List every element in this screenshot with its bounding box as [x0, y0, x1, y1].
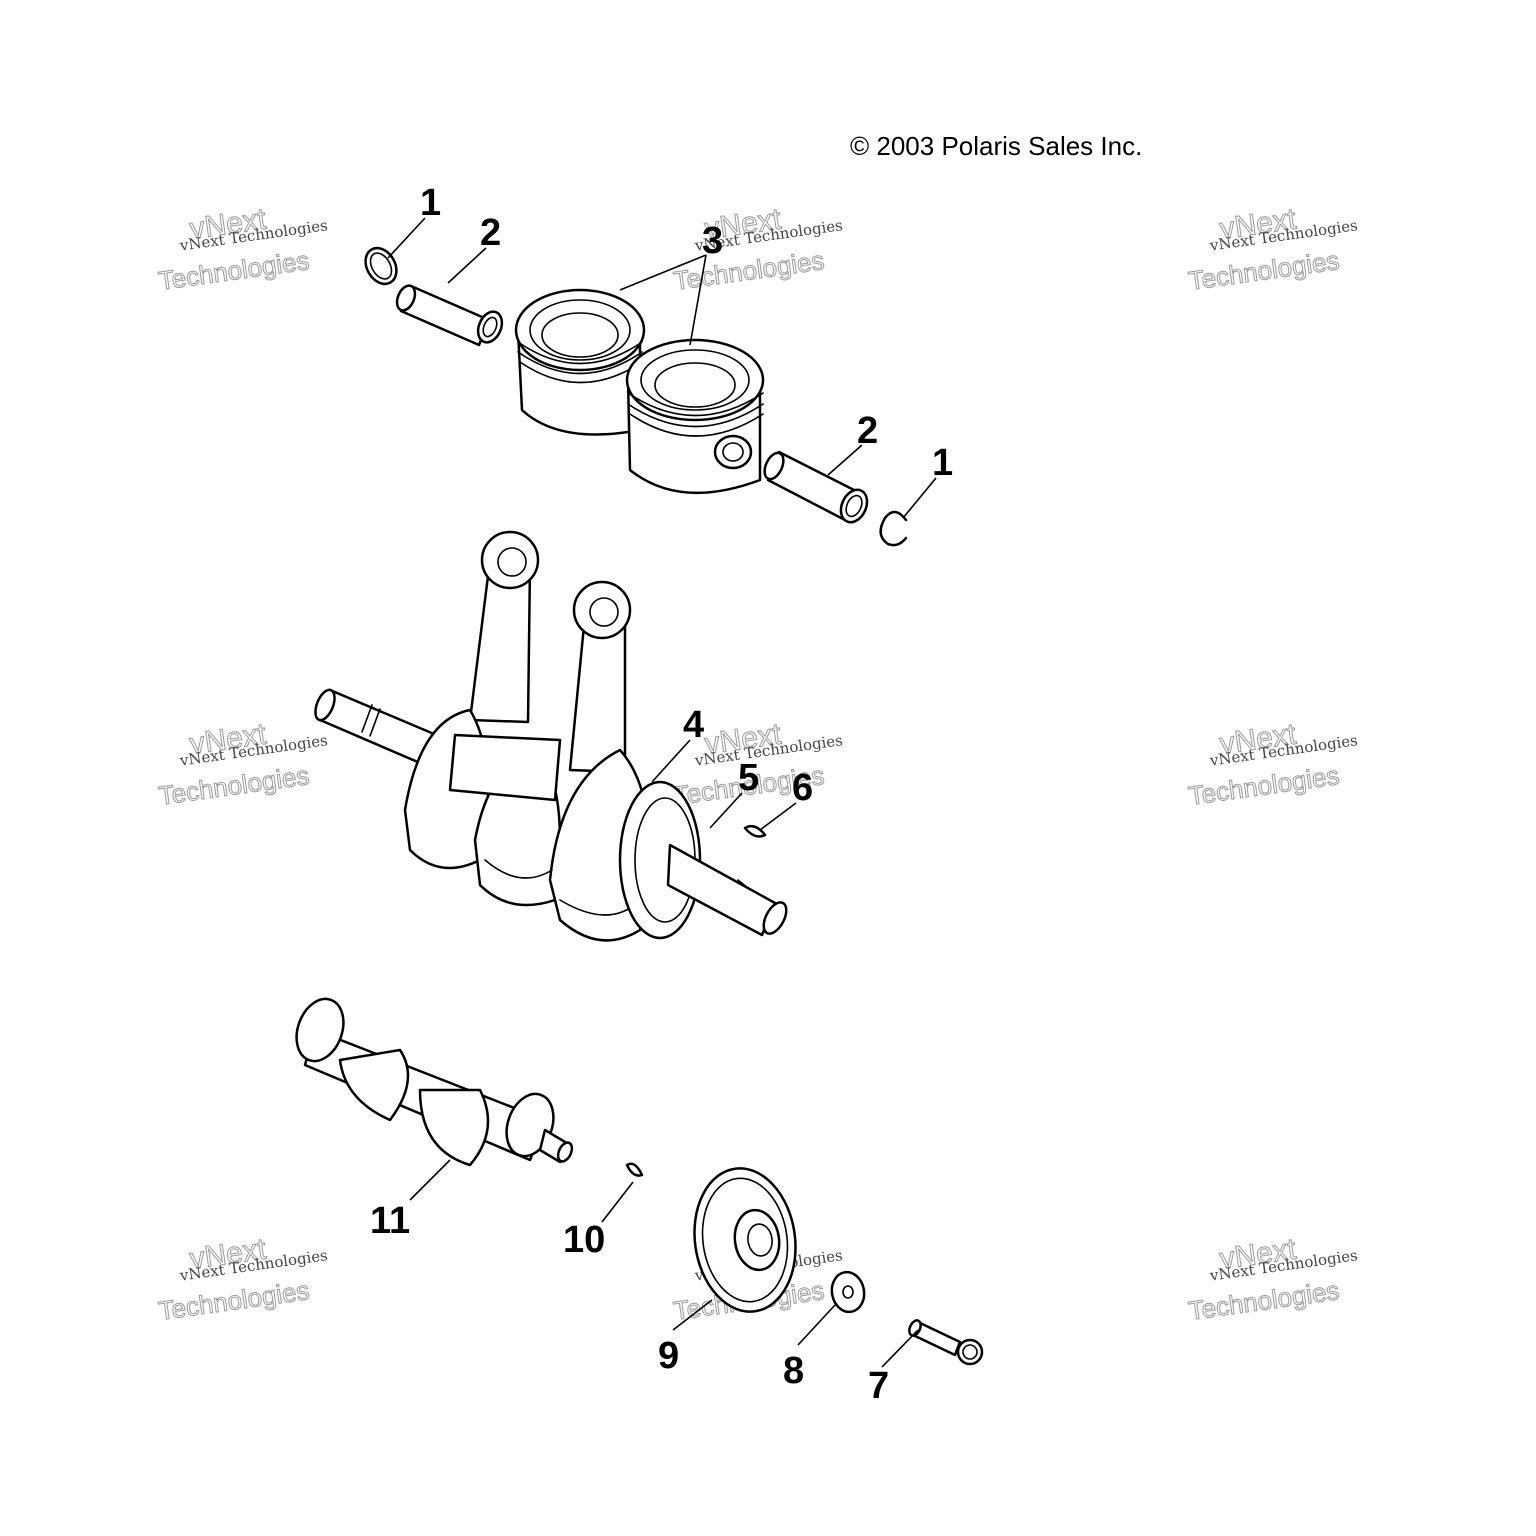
callout-11: 11 — [370, 1200, 410, 1242]
watermark-bottom-left: vNext vNext Technologies Technologies — [156, 1232, 329, 1326]
callout-9: 9 — [658, 1335, 679, 1377]
callout-10: 10 — [563, 1219, 605, 1261]
watermark-company: Technologies — [1187, 245, 1341, 296]
watermark-company: Technologies — [157, 1275, 311, 1326]
watermark-top-left: vNext vNext Technologies Technologies — [156, 202, 329, 296]
callout-6: 6 — [792, 767, 813, 809]
bolt — [908, 1319, 984, 1366]
callout-2-bottom: 2 — [857, 410, 878, 452]
watermark-top-right: vNext vNext Technologies Technologies — [1186, 202, 1359, 296]
watermark-company: Technologies — [672, 245, 826, 296]
circlip-bottom — [879, 510, 908, 547]
balance-shaft — [295, 997, 574, 1167]
piston-pin-top — [395, 284, 504, 347]
woodruff-key-lower — [625, 1162, 644, 1177]
callout-5: 5 — [738, 757, 759, 799]
callout-1-bottom: 1 — [932, 442, 953, 484]
piston-pin-bottom — [763, 450, 869, 524]
callout-8: 8 — [783, 1350, 804, 1392]
washer — [830, 1270, 866, 1314]
watermark-mid-right: vNext vNext Technologies Technologies — [1186, 717, 1359, 811]
copyright-text: © 2003 Polaris Sales Inc. — [850, 131, 1142, 161]
woodruff-key-upper — [743, 824, 767, 838]
callout-4: 4 — [683, 704, 704, 746]
balance-gear — [693, 1167, 797, 1313]
callout-7: 7 — [868, 1365, 889, 1407]
leader-lines — [387, 217, 937, 1368]
callout-3: 3 — [702, 220, 723, 262]
watermark-top-center: vNext vNext Technologies Technologies — [671, 202, 844, 296]
callout-2-top: 2 — [480, 212, 501, 254]
watermark-company: Technologies — [157, 760, 311, 811]
watermark-company: Technologies — [157, 245, 311, 296]
crankshaft-assembly — [314, 530, 788, 942]
crank-gear — [618, 780, 702, 940]
callout-1-top: 1 — [420, 182, 441, 224]
watermark-company: Technologies — [1187, 1275, 1341, 1326]
watermark-company: Technologies — [1187, 760, 1341, 811]
watermark-bottom-right: vNext vNext Technologies Technologies — [1186, 1232, 1359, 1326]
piston-left — [514, 288, 646, 436]
watermark-mid-left: vNext vNext Technologies Technologies — [156, 717, 329, 811]
piston-right — [625, 338, 765, 495]
